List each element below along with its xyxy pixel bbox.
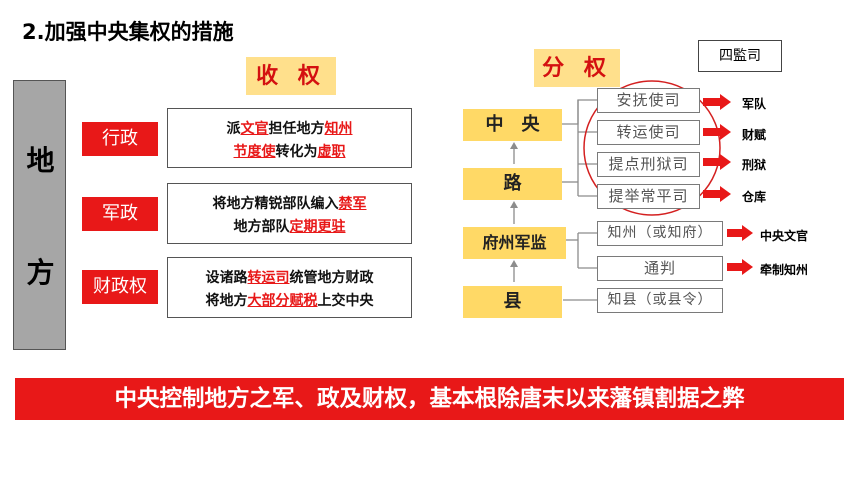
measure-line: 派文官担任地方知州 [168, 118, 411, 141]
four-supervisors-note: 四監司 [698, 40, 782, 72]
level-prefecture: 府州军监 [463, 227, 566, 259]
measure-line: 地方部队定期更驻 [168, 216, 411, 239]
duty-finance: 财赋 [742, 128, 767, 142]
page-title: 2.加强中央集权的措施 [22, 20, 234, 44]
highlight: 文官 [240, 121, 269, 137]
duty-granary: 仓库 [742, 190, 767, 204]
text: 统管地方财政 [289, 270, 374, 286]
measure-line: 将地方大部分赋税上交中央 [168, 290, 411, 313]
office-judicial: 提点刑狱司 [597, 152, 700, 177]
divide-power-header: 分 权 [534, 49, 620, 87]
text: 上交中央 [317, 293, 374, 309]
duty-army: 军队 [742, 97, 767, 111]
level-county: 县 [463, 286, 562, 318]
text: 派 [226, 121, 241, 137]
office-pacification: 安抚使司 [597, 88, 700, 113]
measure-line: 节度使转化为虚职 [168, 141, 411, 164]
text: 将地方精锐部队编入 [212, 196, 339, 212]
measure-box-finance: 设诸路转运司统管地方财政 将地方大部分赋税上交中央 [167, 257, 412, 318]
office-county-magistrate: 知县（或县令） [597, 288, 723, 313]
office-vice-prefect: 通判 [597, 256, 723, 281]
level-circuit: 路 [463, 168, 562, 200]
side-char-1: 地 [26, 144, 55, 177]
duty-civil-official: 中央文官 [760, 229, 809, 243]
text: 设诸路 [205, 270, 248, 286]
arrow-icon [703, 186, 731, 202]
highlight: 定期更驻 [289, 219, 346, 235]
highlight: 知州 [324, 121, 353, 137]
highlight: 虚职 [317, 144, 346, 160]
text: 将地方 [205, 293, 248, 309]
category-finance: 财政权 [82, 270, 158, 304]
measure-box-administration: 派文官担任地方知州 节度使转化为虚职 [167, 108, 412, 168]
highlight: 节度使 [233, 144, 276, 160]
category-military: 军政 [82, 197, 158, 231]
text: 担任地方 [268, 121, 325, 137]
measure-line: 将地方精锐部队编入禁军 [168, 193, 411, 216]
local-side-label: 地 方 [13, 80, 66, 350]
office-prefect: 知州（或知府） [597, 221, 723, 246]
office-transport: 转运使司 [597, 120, 700, 145]
level-central: 中 央 [463, 109, 562, 141]
arrow-icon [703, 124, 731, 140]
category-administration: 行政 [82, 122, 158, 156]
duty-check-prefect: 牵制知州 [760, 263, 809, 277]
text: 转化为 [275, 144, 318, 160]
conclusion-banner: 中央控制地方之军、政及财权，基本根除唐末以来藩镇割据之弊 [15, 378, 844, 420]
arrow-icon [703, 154, 731, 170]
measure-box-military: 将地方精锐部队编入禁军 地方部队定期更驻 [167, 183, 412, 244]
text: 地方部队 [233, 219, 290, 235]
arrow-icon [703, 94, 731, 110]
arrow-icon [727, 259, 753, 275]
collect-power-header: 收 权 [246, 57, 336, 95]
highlight: 转运司 [247, 270, 290, 286]
office-granary: 提举常平司 [597, 184, 700, 209]
highlight: 大部分赋税 [247, 293, 318, 309]
arrow-icon [727, 225, 753, 241]
side-char-2: 方 [26, 256, 55, 289]
duty-justice: 刑狱 [742, 158, 767, 172]
highlight: 禁军 [338, 196, 367, 212]
measure-line: 设诸路转运司统管地方财政 [168, 267, 411, 290]
